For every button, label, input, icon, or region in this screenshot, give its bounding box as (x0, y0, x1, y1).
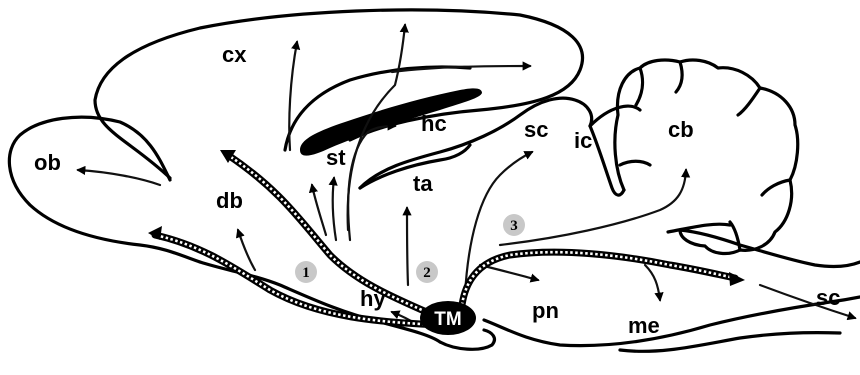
label-ob: ob (34, 150, 61, 175)
label-ic: ic (574, 128, 592, 153)
pathway-badge-2: 2 (416, 261, 438, 283)
pathway-badge-3: 3 (503, 214, 525, 236)
label-cx: cx (222, 42, 247, 67)
label-db: db (216, 188, 243, 213)
label-cb: cb (668, 117, 694, 142)
brain-outline (9, 10, 860, 351)
label-pn: pn (532, 298, 559, 323)
badge-number: 1 (302, 265, 310, 281)
arrow-to-db (238, 230, 255, 270)
label-me: me (628, 313, 660, 338)
tract-3-bg (462, 252, 735, 305)
label-sc-spinal: sc (816, 285, 840, 310)
arrow-to-cb (500, 170, 686, 245)
tract-1-bg (155, 235, 440, 325)
dotted-tracts (148, 150, 745, 325)
badge-number: 2 (423, 265, 431, 281)
label-hc: hc (421, 111, 447, 136)
arrow-to-ob (78, 170, 160, 185)
cerebellum-folia-3 (738, 88, 760, 115)
pathway-badge-1: 1 (295, 261, 317, 283)
label-st: st (326, 145, 346, 170)
badge-number: 3 (510, 218, 518, 234)
cerebellum-folia-6 (620, 161, 650, 165)
cerebellum-folia-1 (636, 68, 643, 105)
arrow-to-pn (480, 265, 538, 280)
label-sc-top: sc (524, 117, 548, 142)
arrow-to-st-2 (333, 178, 336, 240)
arrow-to-ta (407, 208, 408, 285)
cerebellum-folia-4 (762, 180, 790, 195)
tract-3-arrowhead (729, 272, 745, 286)
ic-outline (590, 126, 624, 195)
arrow-to-st-1 (312, 185, 326, 235)
brainstem-mid-line (668, 224, 730, 232)
tm-label: TM (434, 309, 461, 330)
label-hy: hy (360, 286, 386, 311)
arrow-to-me (645, 265, 660, 300)
label-ta: ta (413, 171, 433, 196)
cerebellum-folia-2 (676, 62, 682, 92)
